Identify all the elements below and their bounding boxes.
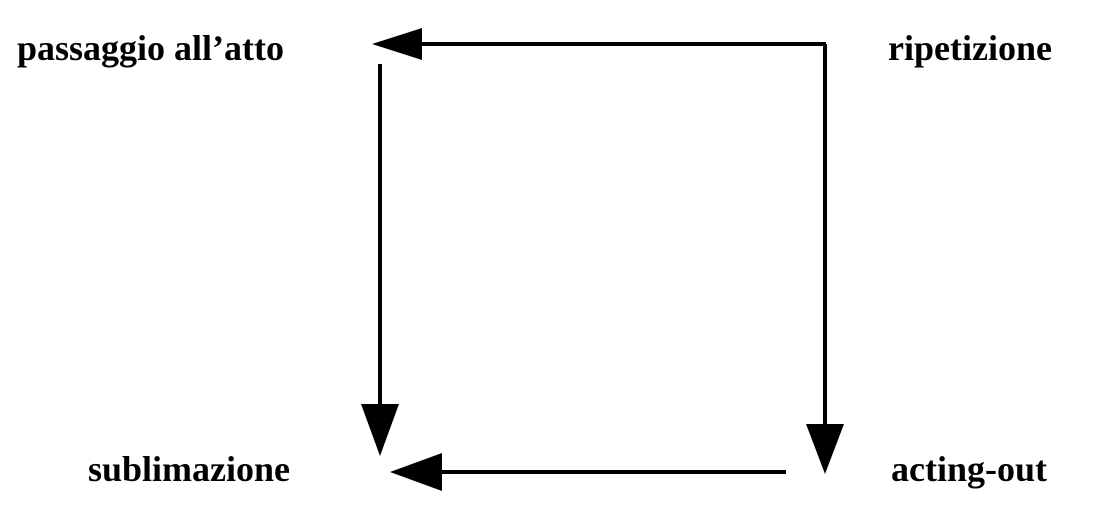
node-acting-out: acting-out	[891, 449, 1047, 489]
arrow-passaggio-to-sublimazione	[361, 64, 399, 456]
arrow-ripetizione-to-acting-out	[806, 44, 844, 474]
node-passaggio-all-atto: passaggio all’atto	[17, 28, 285, 68]
node-sublimazione: sublimazione	[88, 449, 291, 489]
node-ripetizione: ripetizione	[888, 28, 1052, 68]
arrow-ripetizione-to-passaggio	[372, 28, 826, 60]
arrow-acting-out-to-sublimazione	[390, 453, 786, 491]
